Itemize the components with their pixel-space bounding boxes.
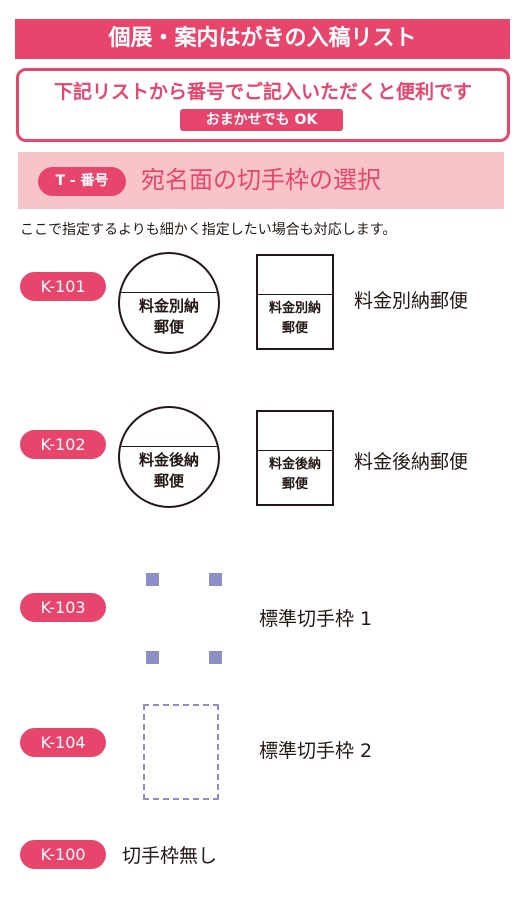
notice-text: 下記リストから番号でご記入いただくと便利です <box>53 81 472 103</box>
dashed-stamp-frame <box>143 704 219 800</box>
stamp-text-line1: 料金後納 <box>138 451 199 469</box>
rect-stamp-k101: 料金別納郵便 <box>256 254 334 350</box>
option-code-k102: K-102 <box>20 430 106 459</box>
circle-stamp-k102: 料金後納郵便 <box>118 406 220 508</box>
page-title: 個展・案内はがきの入稿リスト <box>15 19 510 59</box>
stamp-text-line2: 郵便 <box>281 477 308 492</box>
section-title: 宛名面の切手枠の選択 <box>141 166 381 194</box>
section-heading: T - 番号 宛名面の切手枠の選択 <box>18 152 504 209</box>
option-label-k101: 料金別納郵便 <box>354 290 469 312</box>
option-label-k104: 標準切手枠 2 <box>259 740 373 762</box>
frame-corner-mark <box>146 573 159 586</box>
notice-box: 下記リストから番号でご記入いただくと便利です おまかせでも OK <box>16 68 510 142</box>
frame-corner-mark <box>209 651 222 664</box>
note-text: ここで指定するよりも細かく指定したい場合も対応します。 <box>20 222 397 238</box>
rect-stamp-k102: 料金後納郵便 <box>256 410 334 506</box>
option-label-k103: 標準切手枠 1 <box>259 608 373 630</box>
option-label-k100: 切手枠無し <box>122 845 218 867</box>
frame-corner-mark <box>146 651 159 664</box>
ok-badge: おまかせでも OK <box>180 109 343 131</box>
option-code-k104: K-104 <box>20 728 106 757</box>
stamp-text-line1: 料金別納 <box>268 301 321 316</box>
stamp-text-line2: 郵便 <box>153 318 184 336</box>
frame-corner-mark <box>209 573 222 586</box>
circle-stamp-k101: 料金別納郵便 <box>118 252 220 354</box>
stamp-text-line2: 郵便 <box>281 321 308 336</box>
option-code-k103: K-103 <box>20 593 106 622</box>
stamp-text-line1: 料金後納 <box>268 457 321 472</box>
option-label-k102: 料金後納郵便 <box>354 451 469 473</box>
option-code-k100: K-100 <box>20 840 106 869</box>
option-code-k101: K-101 <box>20 272 106 301</box>
section-badge: T - 番号 <box>38 167 126 196</box>
stamp-text-line1: 料金別納 <box>138 297 199 315</box>
stamp-text-line2: 郵便 <box>153 472 184 490</box>
